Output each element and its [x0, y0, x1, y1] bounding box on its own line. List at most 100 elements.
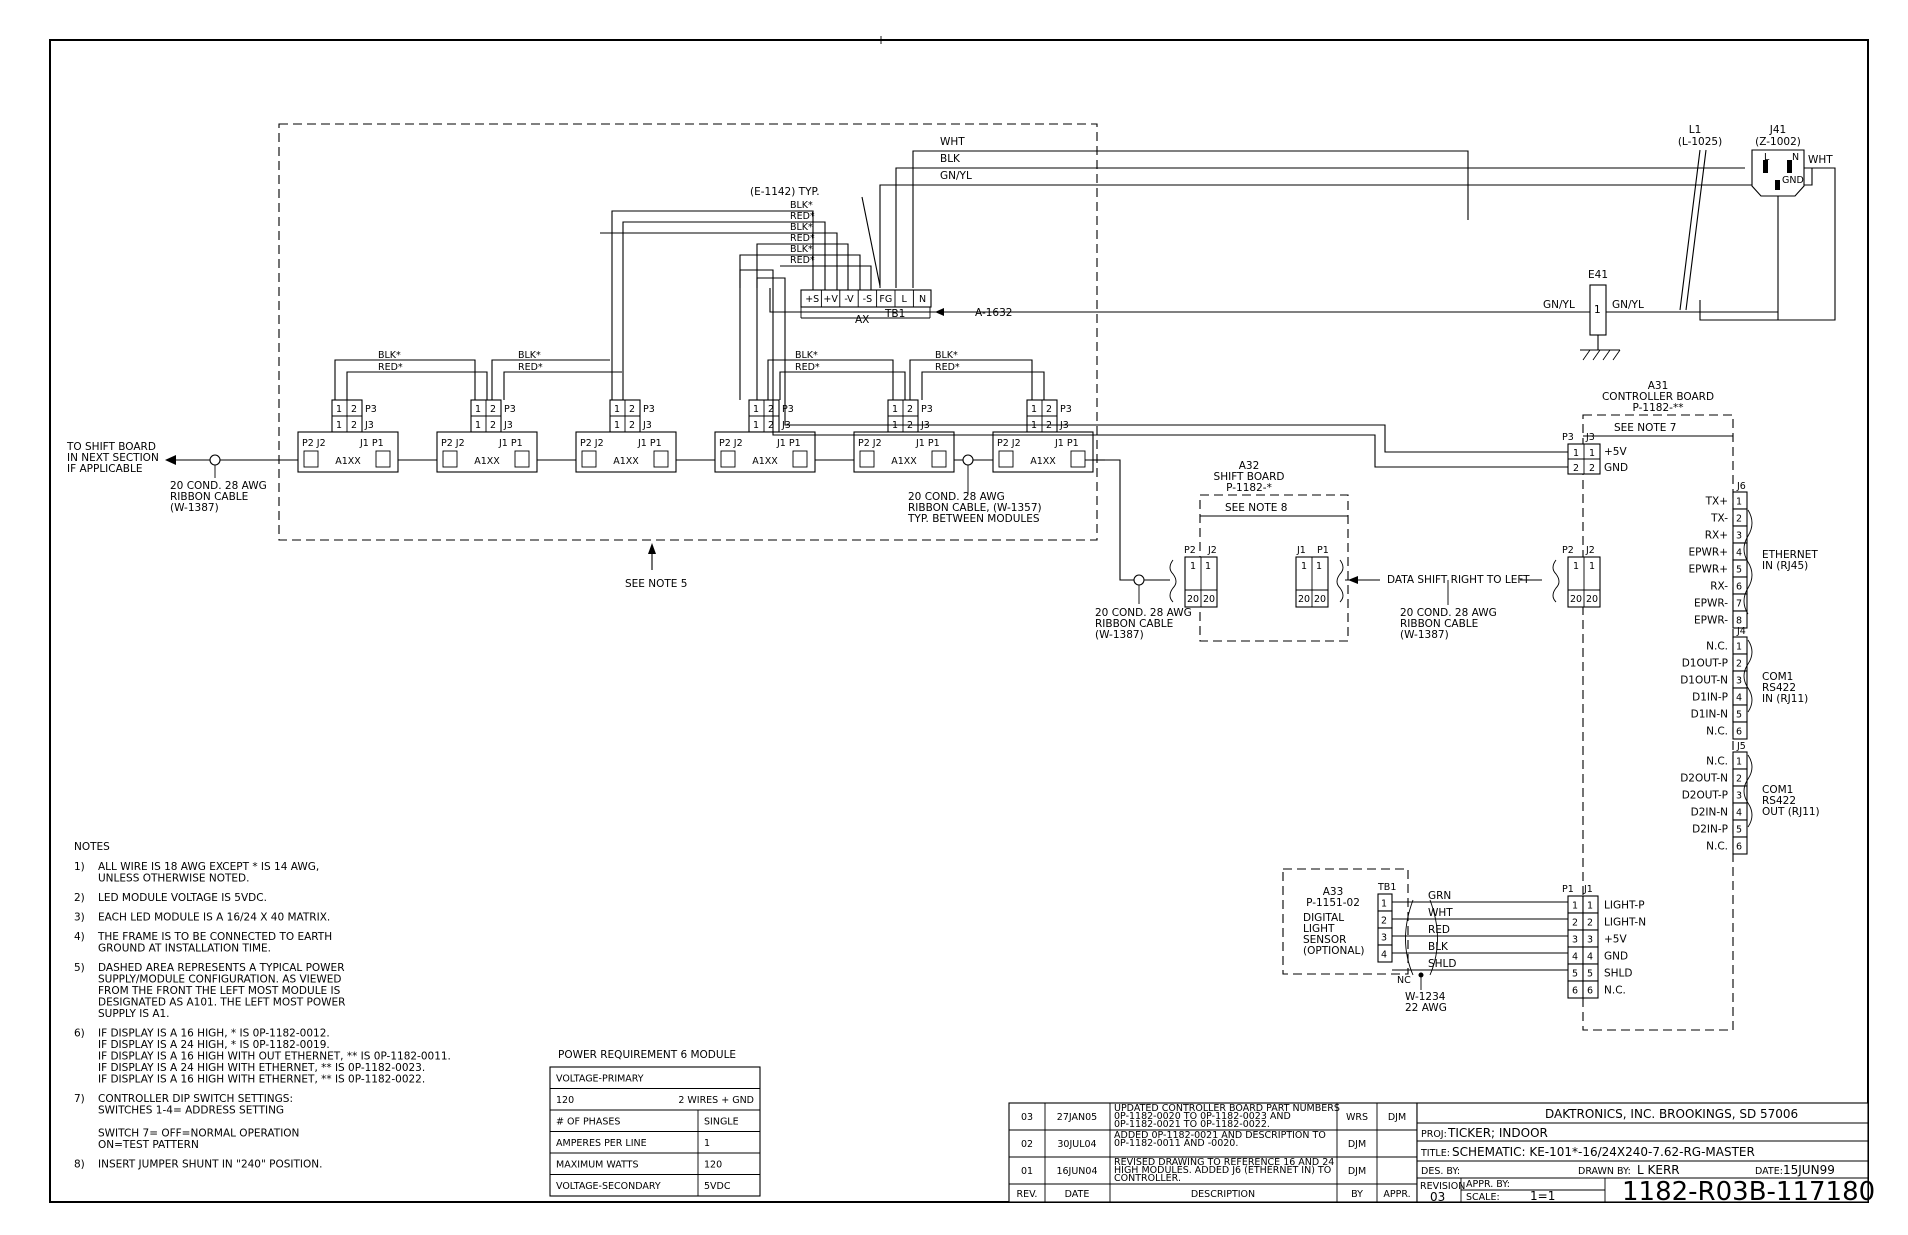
rev-date: 30JUL04: [1057, 1139, 1096, 1150]
module-body: [853, 431, 955, 473]
l1-part: (L-1025): [1678, 136, 1722, 148]
note-number: 7): [74, 1093, 85, 1105]
module-name: A1XX: [1030, 456, 1056, 467]
pin-signal: D1OUT-P: [1682, 658, 1728, 670]
note-number: 8): [74, 1159, 85, 1171]
pin-2: 2: [351, 404, 357, 415]
lbl-blk2: BLK*: [790, 222, 813, 233]
a32-j1-1: 1: [1301, 561, 1307, 572]
e41-ground-stud: E41 1 GN/YL GN/YL: [1540, 220, 1779, 361]
pin-number: 3: [1572, 935, 1578, 946]
pin-number: 1: [1381, 899, 1387, 910]
ethernet-2: IN (RJ45): [1762, 560, 1808, 572]
tb-revision-label: REVISION: [1420, 1181, 1465, 1192]
e41-right-wire: GN/YL: [1612, 299, 1644, 311]
tb-appr-label: APPR. BY:: [1466, 1179, 1510, 1190]
rev-description: REVISED DRAWING TO REFERENCE 16 AND 24: [1114, 1157, 1334, 1168]
pin-number: 5: [1736, 825, 1742, 836]
pin-signal: D2OUT-P: [1682, 790, 1728, 802]
note-text: IF DISPLAY IS A 16 HIGH WITH ETHERNET, *…: [98, 1074, 425, 1086]
a32-title: SHIFT BOARD: [1214, 471, 1285, 483]
ribbon-header: [375, 450, 391, 468]
a32-cable2-2: RIBBON CABLE: [1400, 618, 1478, 630]
tb-des-label: DES. BY:: [1421, 1166, 1460, 1177]
tb1-terminal: -S: [863, 294, 872, 305]
rev-description: 0P-1182-0021 TO 0P-1182-0022.: [1114, 1119, 1270, 1130]
a33-tb1: TB1: [1377, 882, 1396, 893]
j41-power-inlet: J41 (Z-1002) L N GND WHT: [1699, 124, 1836, 321]
power-param: VOLTAGE-PRIMARY: [556, 1074, 644, 1085]
a32-cable1-2: RIBBON CABLE: [1095, 618, 1173, 630]
a31-p3-1: 1: [1573, 448, 1579, 459]
com1-out-2: RS422: [1762, 795, 1796, 807]
j3-label: J3: [364, 420, 374, 431]
a31-title: CONTROLLER BOARD: [1602, 391, 1714, 403]
dashed-module-area: [278, 123, 1098, 541]
pin-number: 8: [1736, 616, 1742, 627]
note-number: 2): [74, 892, 85, 904]
lbl-red-m4: RED*: [935, 362, 960, 373]
pin-2: 2: [490, 404, 496, 415]
note-text: DASHED AREA REPRESENTS A TYPICAL POWER: [98, 962, 344, 974]
com1-out-1: COM1: [1762, 784, 1793, 796]
wire-color: RED: [1428, 924, 1450, 936]
tb-date: 15JUN99: [1783, 1163, 1835, 1177]
lbl-red-m3: RED*: [795, 362, 820, 373]
pin-signal: D2OUT-N: [1680, 773, 1728, 785]
pin-1: 1: [475, 404, 481, 415]
note-text: IF DISPLAY IS A 16 HIGH WITH OUT ETHERNE…: [98, 1051, 451, 1063]
tb1-terminal: +V: [823, 294, 838, 305]
pin-signal: EPWR+: [1689, 564, 1728, 576]
note-text: ON=TEST PATTERN: [98, 1139, 199, 1151]
pin-number: 1: [1587, 901, 1593, 912]
to-shift-2: IN NEXT SECTION: [67, 452, 159, 464]
rev-description: UPDATED CONTROLLER BOARD PART NUMBERS: [1114, 1103, 1340, 1114]
note-text: SWITCH 7= OFF=NORMAL OPERATION: [98, 1128, 299, 1140]
j41-wht: WHT: [1808, 154, 1833, 166]
rev-number: 03: [1021, 1112, 1033, 1123]
tb-proj: TICKER; INDOOR: [1447, 1126, 1548, 1140]
rev-by: DJM: [1348, 1139, 1366, 1150]
a32-j2-20: 20: [1203, 594, 1215, 605]
power-value: 5VDC: [704, 1181, 731, 1192]
pin-signal: D1IN-N: [1691, 709, 1728, 721]
tb-drawing-number: 1182-R03B-117180: [1622, 1177, 1875, 1207]
see-note-5: SEE NOTE 5: [625, 578, 687, 590]
rev-description: 0P-1182-0011 AND -0020.: [1114, 1138, 1238, 1149]
a32-p2-1: 1: [1190, 561, 1196, 572]
j1-p1-label: J1 P1: [498, 438, 523, 449]
pin-number: 6: [1572, 986, 1578, 997]
p3-label: P3: [504, 404, 516, 415]
pin-signal: N.C.: [1706, 726, 1728, 738]
title-block: DAKTRONICS, INC. BROOKINGS, SD 57006 PRO…: [1416, 1102, 1875, 1207]
a32-p1-20: 20: [1314, 594, 1326, 605]
j41-l: L: [1764, 152, 1770, 163]
note-number: 5): [74, 962, 85, 974]
note-text: DESIGNATED AS A101. THE LEFT MOST POWER: [98, 997, 345, 1009]
pin-number: 2: [1587, 918, 1593, 929]
pin-signal: N.C.: [1706, 641, 1728, 653]
pin-number: 1: [1736, 497, 1742, 508]
mains-wires: WHT BLK GN/YL: [879, 136, 1813, 288]
j1-p1-label: J1 P1: [915, 438, 940, 449]
pin-number: 2: [1381, 916, 1387, 927]
pin-signal: TX-: [1710, 513, 1728, 525]
lbl-red-m1: RED*: [378, 362, 403, 373]
note-text: SUPPLY IS A1.: [98, 1008, 170, 1020]
pin-signal: EPWR-: [1694, 615, 1728, 627]
tb-title-label: TITLE:: [1420, 1148, 1450, 1159]
ribbon-header: [859, 450, 875, 468]
note-number: 1): [74, 861, 85, 873]
lbl-blk-m4: BLK*: [935, 350, 958, 361]
j41-n: N: [1792, 152, 1799, 163]
data-shift-label: DATA SHIFT RIGHT TO LEFT: [1387, 574, 1530, 586]
a33-nc: NC: [1397, 975, 1411, 986]
e41-label: E41: [1588, 269, 1608, 281]
ribbon-header: [1070, 450, 1086, 468]
a33-desc-2: LIGHT: [1303, 923, 1335, 935]
j1-p1-label: J1 P1: [359, 438, 384, 449]
header-pin: [1732, 610, 1748, 629]
rev-by: WRS: [1346, 1112, 1368, 1123]
